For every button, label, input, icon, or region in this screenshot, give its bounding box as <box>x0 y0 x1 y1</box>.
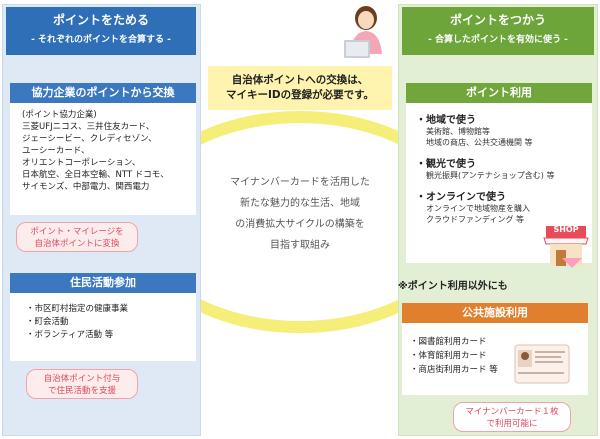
left-panel <box>2 4 201 436</box>
usage-group-title: ・オンラインで使う <box>416 192 506 203</box>
center-description: マイナンバーカードを活用した 新たな魅力的な生活、地域 の消費拡大サイクルの構築… <box>212 172 388 256</box>
usage-group-sub: 地域の商店、公共交通機関 等 <box>426 138 533 147</box>
usage-group-title: ・観光で使う <box>416 159 476 170</box>
partner-line: ユーシーカード、 <box>22 146 90 156</box>
shop-label: SHOP <box>553 225 579 234</box>
usage-card-title: ポイント利用 <box>406 83 592 103</box>
partner-card-title: 協力企業のポイントから交換 <box>10 83 196 103</box>
partner-line: ジェーシービー、クレディセゾン、 <box>22 134 157 144</box>
resident-item: ・市区町村指定の健康事業 <box>26 304 129 314</box>
center-line: マイナンバーカードを活用した <box>230 177 370 188</box>
public-facility-item: ・商店街利用カード 等 <box>410 365 498 375</box>
usage-group-sub: 観光振興(アンテナショップ含む) 等 <box>426 171 555 180</box>
public-facility-item: ・体育館利用カード <box>410 351 487 361</box>
right-header: ポイントをつかう - 合算したポイントを有効に使う - <box>402 7 594 55</box>
notice-line: マイキーIDの登録が必要です。 <box>225 89 375 101</box>
resident-card: 住民活動参加 ・市区町村指定の健康事業 ・町会活動 ・ボランティア活動 等 <box>10 273 196 361</box>
person-laptop-illustration <box>344 6 382 58</box>
myki-id-notice: 自治体ポイントへの交換は、 マイキーIDの登録が必要です。 <box>208 66 392 110</box>
partner-bubble-line: 自治体ポイントに変換 <box>34 239 120 249</box>
partner-line: オリエントコーポレーション、 <box>22 158 141 168</box>
public-facility-item: ・図書館利用カード <box>410 337 487 347</box>
resident-list: ・市区町村指定の健康事業 ・町会活動 ・ボランティア活動 等 <box>10 293 196 342</box>
public-bubble-line: マイナンバーカード１枚 <box>465 407 559 417</box>
partner-line: 日本航空、全日本空輸、NTT ドコモ、 <box>22 170 169 180</box>
notice-line: 自治体ポイントへの交換は、 <box>231 74 369 86</box>
public-facility-list: ・図書館利用カード ・体育館利用カード ・商店街利用カード 等 <box>402 323 588 377</box>
partner-bubble-line: ポイント・マイレージを <box>30 227 124 237</box>
partner-list: (ポイント協力企業) 三菱UFJニコス、三井住友カード、 ジェーシービー、クレデ… <box>10 103 196 193</box>
partner-line: サイモンズ、中部電力、関西電力 <box>22 182 150 192</box>
my-number-card-illustration <box>514 344 570 384</box>
right-header-title: ポイントをつかう <box>449 13 546 27</box>
partner-line: 三菱UFJニコス、三井住友カード、 <box>22 122 155 132</box>
usage-group-sub: クラウドファンディング 等 <box>426 215 524 224</box>
left-header: ポイントをためる - それぞれのポイントを合算する - <box>6 7 196 55</box>
center-line: 新たな魅力的な生活、地域 <box>240 198 360 209</box>
left-header-title: ポイントをためる <box>52 13 149 27</box>
resident-item: ・ボランティア活動 等 <box>26 330 114 340</box>
usage-group-sub: オンラインで地域物産を購入 <box>426 204 530 213</box>
public-facility-title: 公共施設利用 <box>402 303 588 323</box>
usage-group-sub: 美術館、博物館等 <box>426 127 490 136</box>
public-facility-bubble: マイナンバーカード１枚 で利用可能に <box>453 402 571 432</box>
resident-card-title: 住民活動参加 <box>10 273 196 293</box>
resident-bubble-line: 自治体ポイント付与 <box>43 374 121 384</box>
partner-card: 協力企業のポイントから交換 (ポイント協力企業) 三菱UFJニコス、三井住友カー… <box>10 83 196 215</box>
resident-bubble-line: で住民活動を支援 <box>47 386 116 396</box>
center-line: 目指す取組み <box>270 240 330 251</box>
public-bubble-line: で利用可能に <box>486 419 538 429</box>
partner-bubble: ポイント・マイレージを 自治体ポイントに変換 <box>16 222 138 252</box>
shop-icon <box>543 226 589 268</box>
partner-line: (ポイント協力企業) <box>22 110 97 120</box>
right-header-subtitle: - 合算したポイントを有効に使う - <box>428 35 568 45</box>
usage-group-title: ・地域で使う <box>416 115 476 126</box>
resident-bubble: 自治体ポイント付与 で住民活動を支援 <box>26 369 138 399</box>
left-header-subtitle: - それぞれのポイントを合算する - <box>31 35 171 45</box>
center-line: の消費拡大サイクルの構築を <box>235 219 365 230</box>
usage-list: ・地域で使う 美術館、博物館等 地域の商店、公共交通機関 等 ・観光で使う 観光… <box>406 103 592 225</box>
resident-item: ・町会活動 <box>26 317 69 327</box>
other-usage-note: ※ポイント利用以外にも <box>398 281 508 292</box>
